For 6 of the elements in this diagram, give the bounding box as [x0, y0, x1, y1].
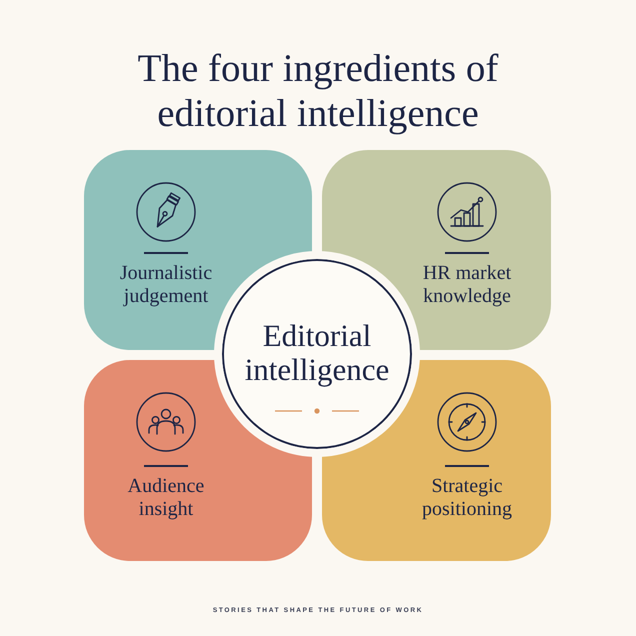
quadrant-label: HR market knowledge	[422, 262, 512, 308]
quadrant-label: Journalistic judgement	[118, 262, 214, 308]
quadrant-label: Strategic positioning	[420, 475, 513, 521]
quadrant-label: Audience insight	[126, 475, 206, 521]
center-label: Editorial intelligence	[244, 319, 390, 387]
title: The four ingredients of editorial intelligence	[136, 46, 500, 136]
